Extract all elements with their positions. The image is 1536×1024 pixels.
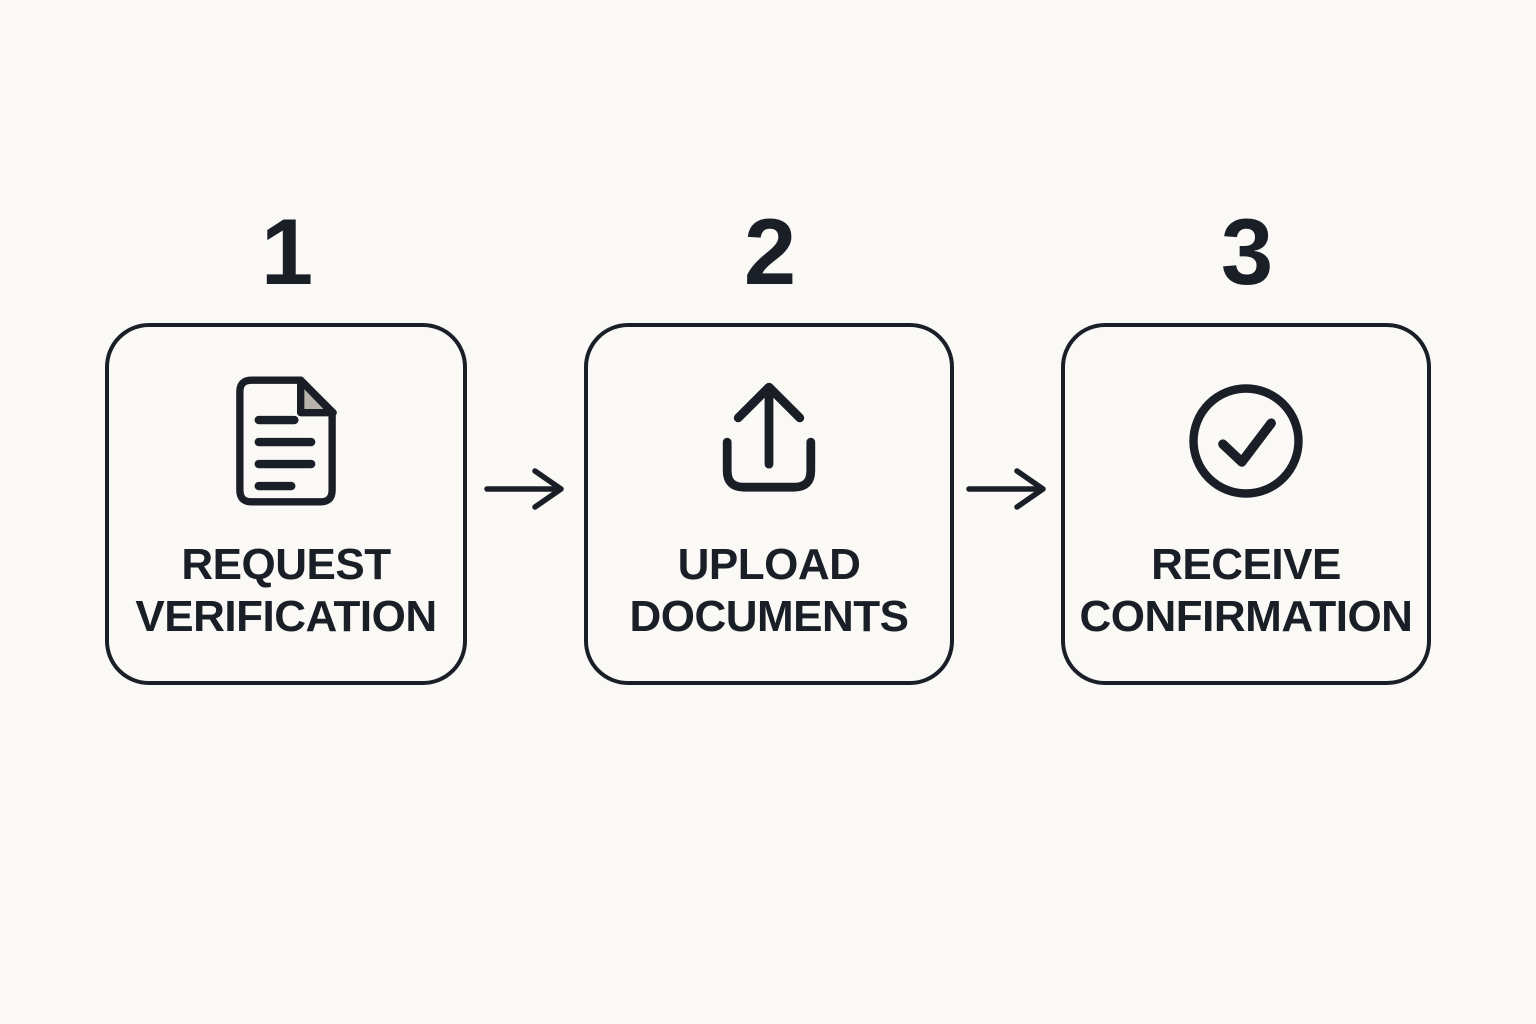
step-label-line: CONFIRMATION — [1079, 591, 1413, 641]
step-label-line: UPLOAD — [677, 540, 861, 589]
step-label-line: DOCUMENTS — [629, 591, 909, 641]
step-number: 1 — [260, 199, 313, 304]
connector — [954, 467, 1061, 511]
right-arrow-icon — [483, 468, 564, 510]
steps-row: 1 REQUEST VERIFICATION — [105, 205, 1431, 685]
step-number: 3 — [1220, 199, 1273, 304]
connector — [467, 467, 584, 511]
step-box: RECEIVE CONFIRMATION — [1061, 323, 1431, 685]
step-request-verification: 1 REQUEST VERIFICATION — [105, 205, 467, 685]
step-box: REQUEST VERIFICATION — [105, 323, 467, 685]
step-box: UPLOAD DOCUMENTS — [584, 323, 954, 685]
check-circle-icon — [1183, 375, 1309, 507]
upload-icon — [703, 375, 835, 507]
step-label-line: REQUEST — [181, 540, 391, 589]
right-arrow-icon — [965, 468, 1046, 510]
step-upload-documents: 2 UPLOAD DOCUMENTS — [584, 205, 954, 685]
step-label: UPLOAD DOCUMENTS — [629, 539, 909, 643]
step-label-line: VERIFICATION — [135, 591, 437, 641]
step-label: RECEIVE CONFIRMATION — [1080, 539, 1413, 643]
step-label: REQUEST VERIFICATION — [135, 539, 437, 643]
step-receive-confirmation: 3 RECEIVE CONFIRMATION — [1061, 205, 1431, 685]
document-icon — [232, 375, 340, 507]
step-label-line: RECEIVE — [1151, 540, 1341, 589]
step-number: 2 — [743, 199, 796, 304]
